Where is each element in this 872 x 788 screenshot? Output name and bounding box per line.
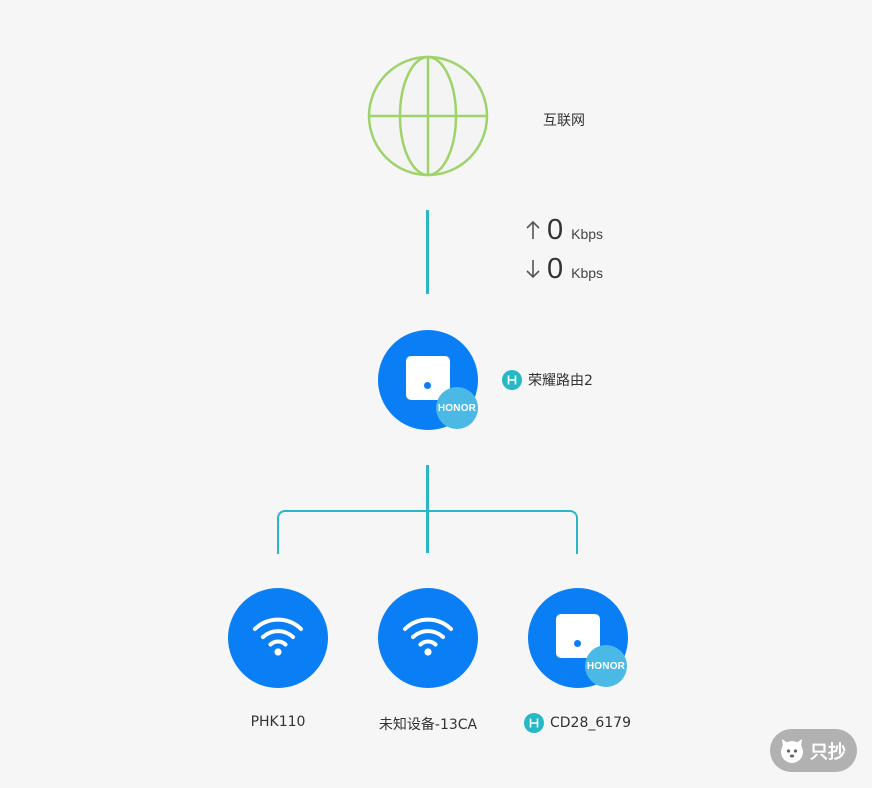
device-node-unknown-13ca[interactable] bbox=[378, 588, 478, 688]
watermark-badge: 只抄 bbox=[770, 729, 857, 772]
upload-speed-value: 0 bbox=[547, 214, 564, 246]
main-router-name: 荣耀路由2 bbox=[528, 373, 593, 389]
arrow-down-icon bbox=[525, 258, 541, 280]
upload-speed-unit: Kbps bbox=[571, 226, 604, 242]
upload-speed: 0 Kbps bbox=[525, 214, 603, 246]
internet-label: 互联网 bbox=[543, 113, 585, 129]
wifi-icon bbox=[402, 615, 454, 661]
device-name-row-cd28-6179: CD28_6179 bbox=[524, 713, 631, 733]
internet-globe-icon[interactable] bbox=[367, 55, 489, 177]
main-router-name-row[interactable]: 荣耀路由2 bbox=[502, 370, 593, 390]
honor-brand-badge: HONOR bbox=[585, 645, 627, 687]
device-name-unknown-13ca: 未知设备-13CA bbox=[378, 717, 478, 733]
watermark-text: 只抄 bbox=[810, 741, 846, 763]
arrow-up-icon bbox=[525, 219, 541, 241]
download-speed: 0 Kbps bbox=[525, 253, 603, 285]
honor-brand-badge: HONOR bbox=[436, 387, 478, 429]
router-type-icon bbox=[502, 370, 522, 390]
internet-router-connector bbox=[426, 210, 429, 294]
device-node-cd28-6179[interactable] bbox=[528, 588, 628, 688]
device-node-phk110[interactable] bbox=[228, 588, 328, 688]
dog-logo-icon bbox=[778, 737, 806, 765]
device-branch-connector bbox=[277, 510, 578, 554]
router-type-icon bbox=[524, 713, 544, 733]
device-name-cd28-6179: CD28_6179 bbox=[550, 715, 631, 731]
wifi-icon bbox=[252, 615, 304, 661]
router-device-trunk bbox=[426, 465, 429, 553]
device-name-phk110: PHK110 bbox=[250, 714, 306, 730]
download-speed-unit: Kbps bbox=[571, 265, 604, 281]
download-speed-value: 0 bbox=[547, 253, 564, 285]
